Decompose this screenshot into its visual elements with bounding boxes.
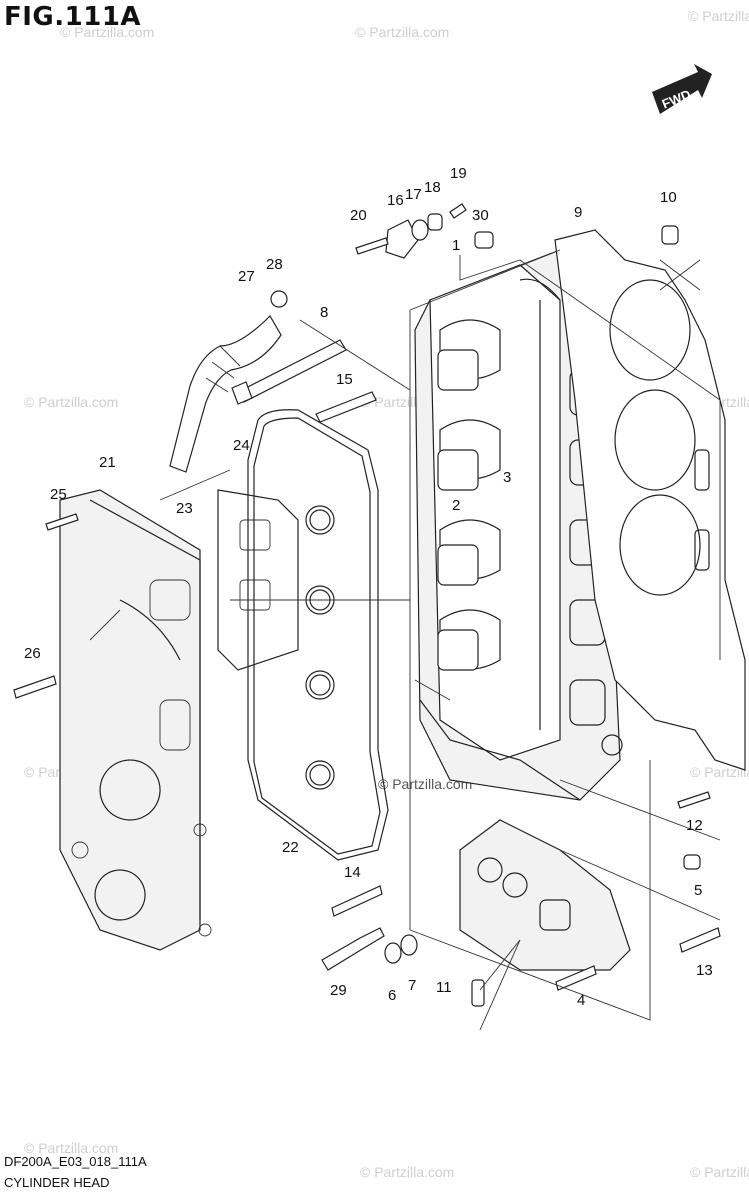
watermark: © Partzilla.com	[690, 764, 749, 780]
callout-2: 2	[452, 497, 460, 514]
bolt-11	[471, 979, 485, 1007]
watermark: © Partzilla.com	[355, 24, 450, 40]
hose-27	[169, 290, 288, 473]
callout-6: 6	[388, 987, 396, 1004]
bolt-13	[679, 927, 721, 953]
washer-6	[384, 942, 402, 964]
watermark: © Partzilla.com	[688, 8, 749, 24]
callout-10: 10	[660, 189, 677, 206]
callout-9: 9	[574, 204, 582, 221]
diagram-name: CYLINDER HEAD	[4, 1175, 110, 1190]
pin-5	[683, 854, 701, 870]
bolt-4	[555, 965, 597, 991]
callout-19: 19	[450, 165, 467, 182]
watermark: © Partzilla.com	[60, 24, 155, 40]
cover-gasket-23	[217, 489, 299, 671]
callout-8: 8	[320, 304, 328, 321]
cylinder-head	[414, 249, 623, 801]
bolt-8	[231, 339, 347, 405]
callout-14: 14	[344, 864, 361, 881]
callout-28: 28	[266, 256, 283, 273]
fwd-arrow-icon: FWD	[652, 64, 712, 114]
bolt-12	[677, 791, 711, 809]
callout-29: 29	[330, 982, 347, 999]
callout-25: 25	[50, 486, 67, 503]
small-parts	[355, 203, 679, 259]
callout-23: 23	[176, 500, 193, 517]
watermark: © Partzilla.com	[24, 394, 119, 410]
callout-30: 30	[472, 207, 489, 224]
cam-holder	[459, 819, 631, 971]
watermark: © Partzilla.com	[690, 1164, 749, 1180]
callout-12: 12	[686, 817, 703, 834]
callout-15: 15	[336, 371, 353, 388]
leader-lines	[89, 249, 721, 1031]
bolt-26	[13, 675, 57, 699]
callout-7: 7	[408, 977, 416, 994]
callout-4: 4	[577, 992, 585, 1009]
callout-24: 24	[233, 437, 250, 454]
bolt-14	[331, 885, 383, 917]
callout-5: 5	[694, 882, 702, 899]
callout-20: 20	[350, 207, 367, 224]
bolt-15	[315, 391, 377, 423]
bolt-25	[45, 513, 79, 531]
diagram-code: DF200A_E03_018_111A	[4, 1154, 147, 1169]
callout-26: 26	[24, 645, 41, 662]
figure-title: FIG.111A	[4, 2, 142, 32]
seal-7	[400, 934, 418, 956]
callout-16: 16	[387, 192, 404, 209]
callout-21: 21	[99, 454, 116, 471]
callout-13: 13	[696, 962, 713, 979]
callouts: 1 2 3 4 5 6 7 8 9 10 11 12 13 14 15 16 1…	[24, 165, 713, 1009]
callout-3: 3	[503, 469, 511, 486]
callout-27: 27	[238, 268, 255, 285]
watermark: © Partzilla.com	[24, 1140, 119, 1156]
callout-11: 11	[436, 979, 452, 996]
callout-22: 22	[282, 839, 299, 856]
callout-18: 18	[424, 179, 441, 196]
head-cover-21	[59, 489, 212, 951]
watermark: © Partzilla.com	[378, 776, 473, 792]
head-cover-gasket-22	[247, 409, 389, 861]
callout-1: 1	[452, 237, 460, 254]
head-gasket	[554, 229, 746, 771]
callout-17: 17	[405, 186, 422, 203]
watermark: © Partzilla.com	[360, 1164, 455, 1180]
sensor-29	[321, 927, 385, 971]
